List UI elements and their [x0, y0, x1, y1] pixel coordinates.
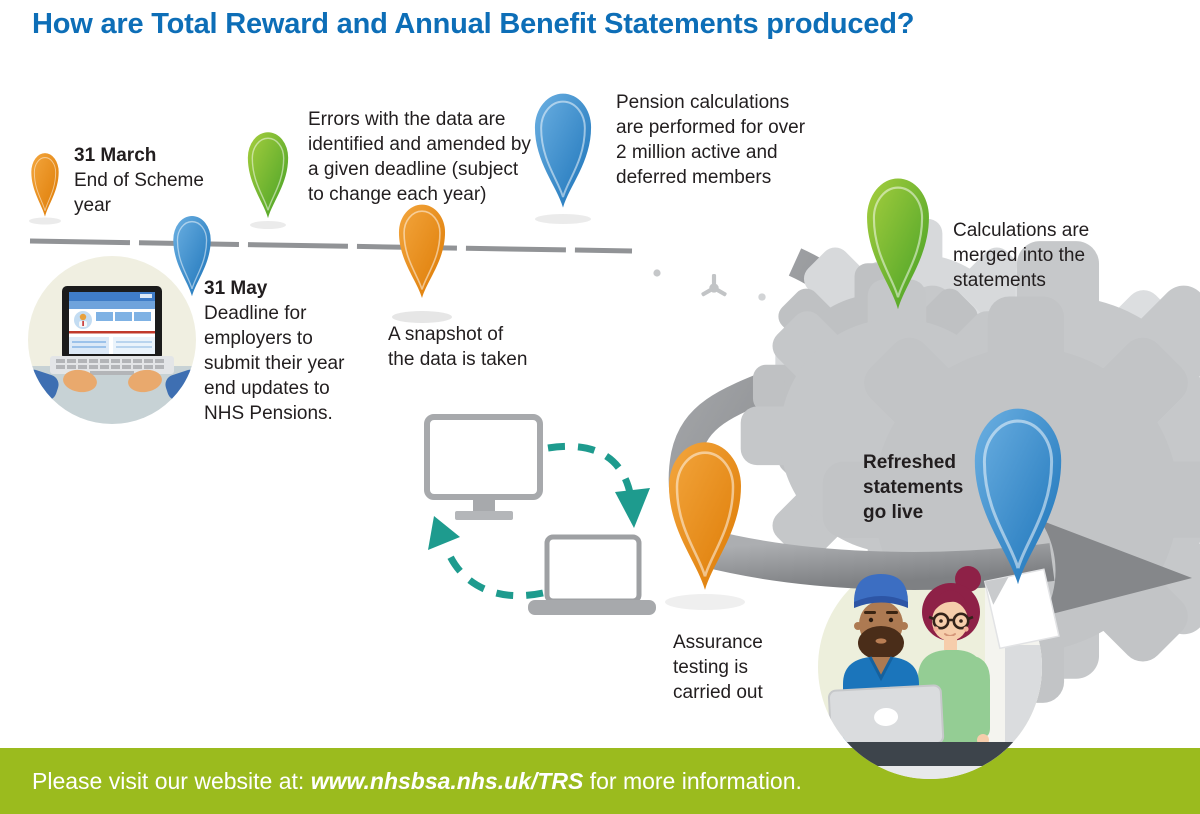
map-pin-live — [974, 408, 1062, 585]
step-body: Assurance testing is carried out — [673, 632, 763, 703]
laptop-icon — [544, 534, 642, 604]
assurance-illustration — [424, 414, 656, 615]
footer-text: Please visit our website at: www.nhsbsa.… — [0, 768, 802, 795]
step-label-live: Refreshed statements go live — [863, 450, 963, 525]
step-label-may: 31 May Deadline for employers to submit … — [204, 276, 344, 426]
step-label-errors: Errors with the data are identified and … — [308, 107, 531, 207]
step-label-merged: Calculations are merged into the stateme… — [953, 218, 1089, 293]
step-body: End of Scheme year — [74, 170, 204, 216]
road-arrow-icon — [701, 520, 1192, 616]
step-label-march: 31 March End of Scheme year — [74, 143, 204, 218]
monitor-base — [455, 511, 513, 520]
step-label-assurance: Assurance testing is carried out — [673, 630, 763, 705]
step-label-pension: Pension calculations are performed for o… — [616, 90, 805, 190]
footer-prefix: Please visit our website at: — [32, 767, 311, 794]
page-title: How are Total Reward and Annual Benefit … — [32, 8, 915, 40]
step-title: Refreshed statements go live — [863, 452, 964, 523]
footer-bar: Please visit our website at: www.nhsbsa.… — [0, 748, 1200, 814]
laptop-base — [528, 600, 656, 615]
monitor-stand — [473, 497, 495, 513]
step-title: 31 March — [74, 145, 157, 166]
map-pin-pension — [534, 93, 592, 208]
footer-suffix: for more information. — [583, 767, 802, 794]
step-body: Deadline for employers to submit their y… — [204, 303, 345, 424]
step-label-snapshot: A snapshot of the data is taken — [388, 322, 527, 372]
document-icon — [983, 568, 1060, 650]
step-body: Pension calculations are performed for o… — [616, 92, 806, 188]
monitor-icon — [424, 414, 543, 500]
map-pin-march — [31, 153, 59, 217]
map-pin-merged — [867, 178, 929, 310]
sync-arrows-icon — [428, 442, 650, 600]
step-title: 31 May — [204, 278, 268, 299]
map-pin-snapshot — [398, 204, 446, 299]
road-icon — [29, 238, 633, 254]
map-pin-errors — [247, 132, 289, 219]
map-pin-assurance — [669, 442, 741, 590]
step-body: A snapshot of the data is taken — [388, 324, 528, 370]
gears-icon — [648, 210, 1200, 703]
footer-url: www.nhsbsa.nhs.uk/TRS — [310, 767, 584, 794]
step-body: Errors with the data are identified and … — [308, 109, 531, 205]
step-body: Calculations are merged into the stateme… — [953, 220, 1090, 291]
